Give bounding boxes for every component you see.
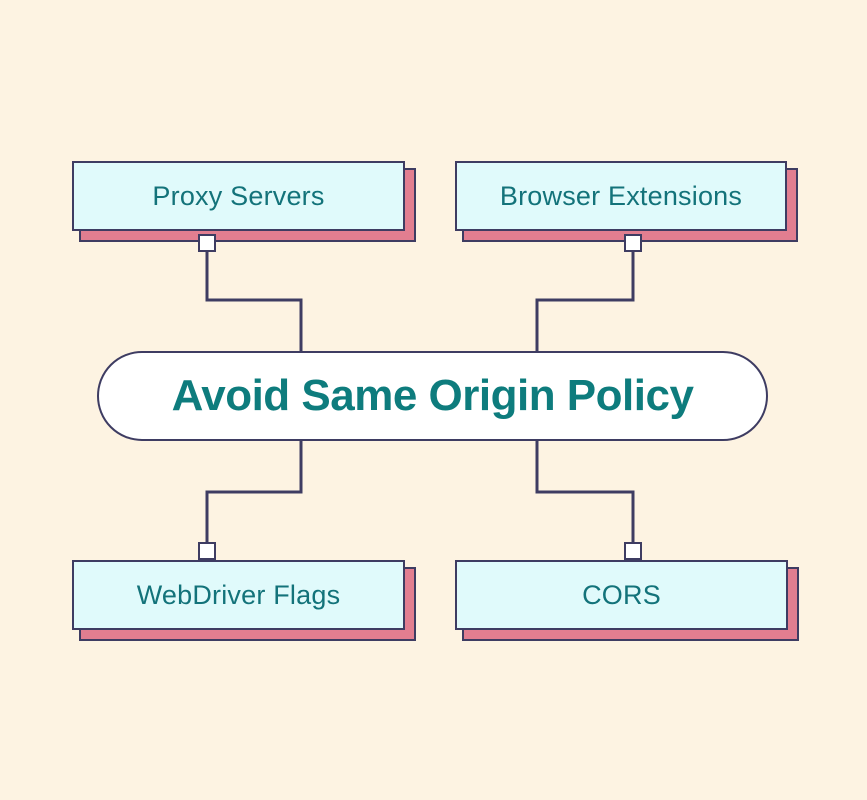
- node-browser-extensions-label: Browser Extensions: [499, 180, 743, 211]
- node-proxy-servers-label: Proxy Servers: [152, 180, 325, 211]
- node-webdriver-flags[interactable]: WebDriver Flags: [72, 560, 405, 630]
- node-browser-extensions[interactable]: Browser Extensions: [455, 161, 787, 231]
- center-node-label: Avoid Same Origin Policy: [171, 371, 694, 420]
- node-cors[interactable]: CORS: [455, 560, 788, 630]
- connector-webdriver-flags: [205, 440, 303, 543]
- connector-cors: [535, 440, 635, 543]
- connector-proxy-servers: [205, 252, 303, 352]
- node-avoid-same-origin-policy[interactable]: Avoid Same Origin Policy: [97, 351, 768, 441]
- connector-anchor-proxy-servers[interactable]: [198, 234, 216, 252]
- connector-anchor-browser-extensions[interactable]: [624, 234, 642, 252]
- node-proxy-servers[interactable]: Proxy Servers: [72, 161, 405, 231]
- connector-browser-extensions: [535, 252, 635, 352]
- connector-anchor-webdriver-flags[interactable]: [198, 542, 216, 560]
- node-cors-label: CORS: [582, 579, 661, 610]
- node-webdriver-flags-label: WebDriver Flags: [136, 579, 341, 610]
- connector-anchor-cors[interactable]: [624, 542, 642, 560]
